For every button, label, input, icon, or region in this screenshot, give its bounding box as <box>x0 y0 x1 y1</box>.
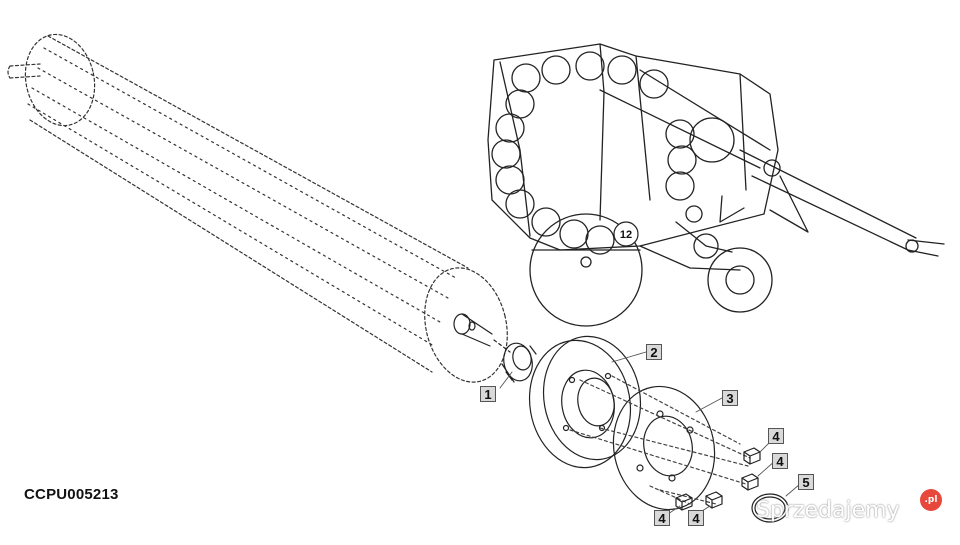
roller-number-label: 12 <box>620 229 632 241</box>
callout-4-bottom-left: 4 <box>654 510 670 526</box>
bolts <box>675 447 761 511</box>
callout-5: 5 <box>798 474 814 490</box>
callout-1: 1 <box>480 386 496 402</box>
callout-4-middle: 4 <box>772 453 788 469</box>
watermark-badge: .pl <box>920 489 942 511</box>
leader-roller-bearing <box>493 339 511 353</box>
snap-ring <box>751 493 789 523</box>
watermark-text: Sprzedajemy <box>756 498 900 523</box>
roller-12-marker <box>613 221 639 247</box>
baler-internal-rollers <box>491 51 735 255</box>
drawing-code-label: CCPU005213 <box>24 486 119 503</box>
callout-3: 3 <box>722 390 738 406</box>
bearing <box>501 342 537 383</box>
flange-disc <box>528 335 642 469</box>
callout-4-top: 4 <box>768 428 784 444</box>
callout-4-bottom-right: 4 <box>688 510 704 526</box>
flange-plate <box>612 385 716 511</box>
roller-cylinder <box>7 33 508 383</box>
callout-2: 2 <box>646 344 662 360</box>
baler-machine <box>487 43 945 327</box>
roller-shaft <box>453 313 493 347</box>
